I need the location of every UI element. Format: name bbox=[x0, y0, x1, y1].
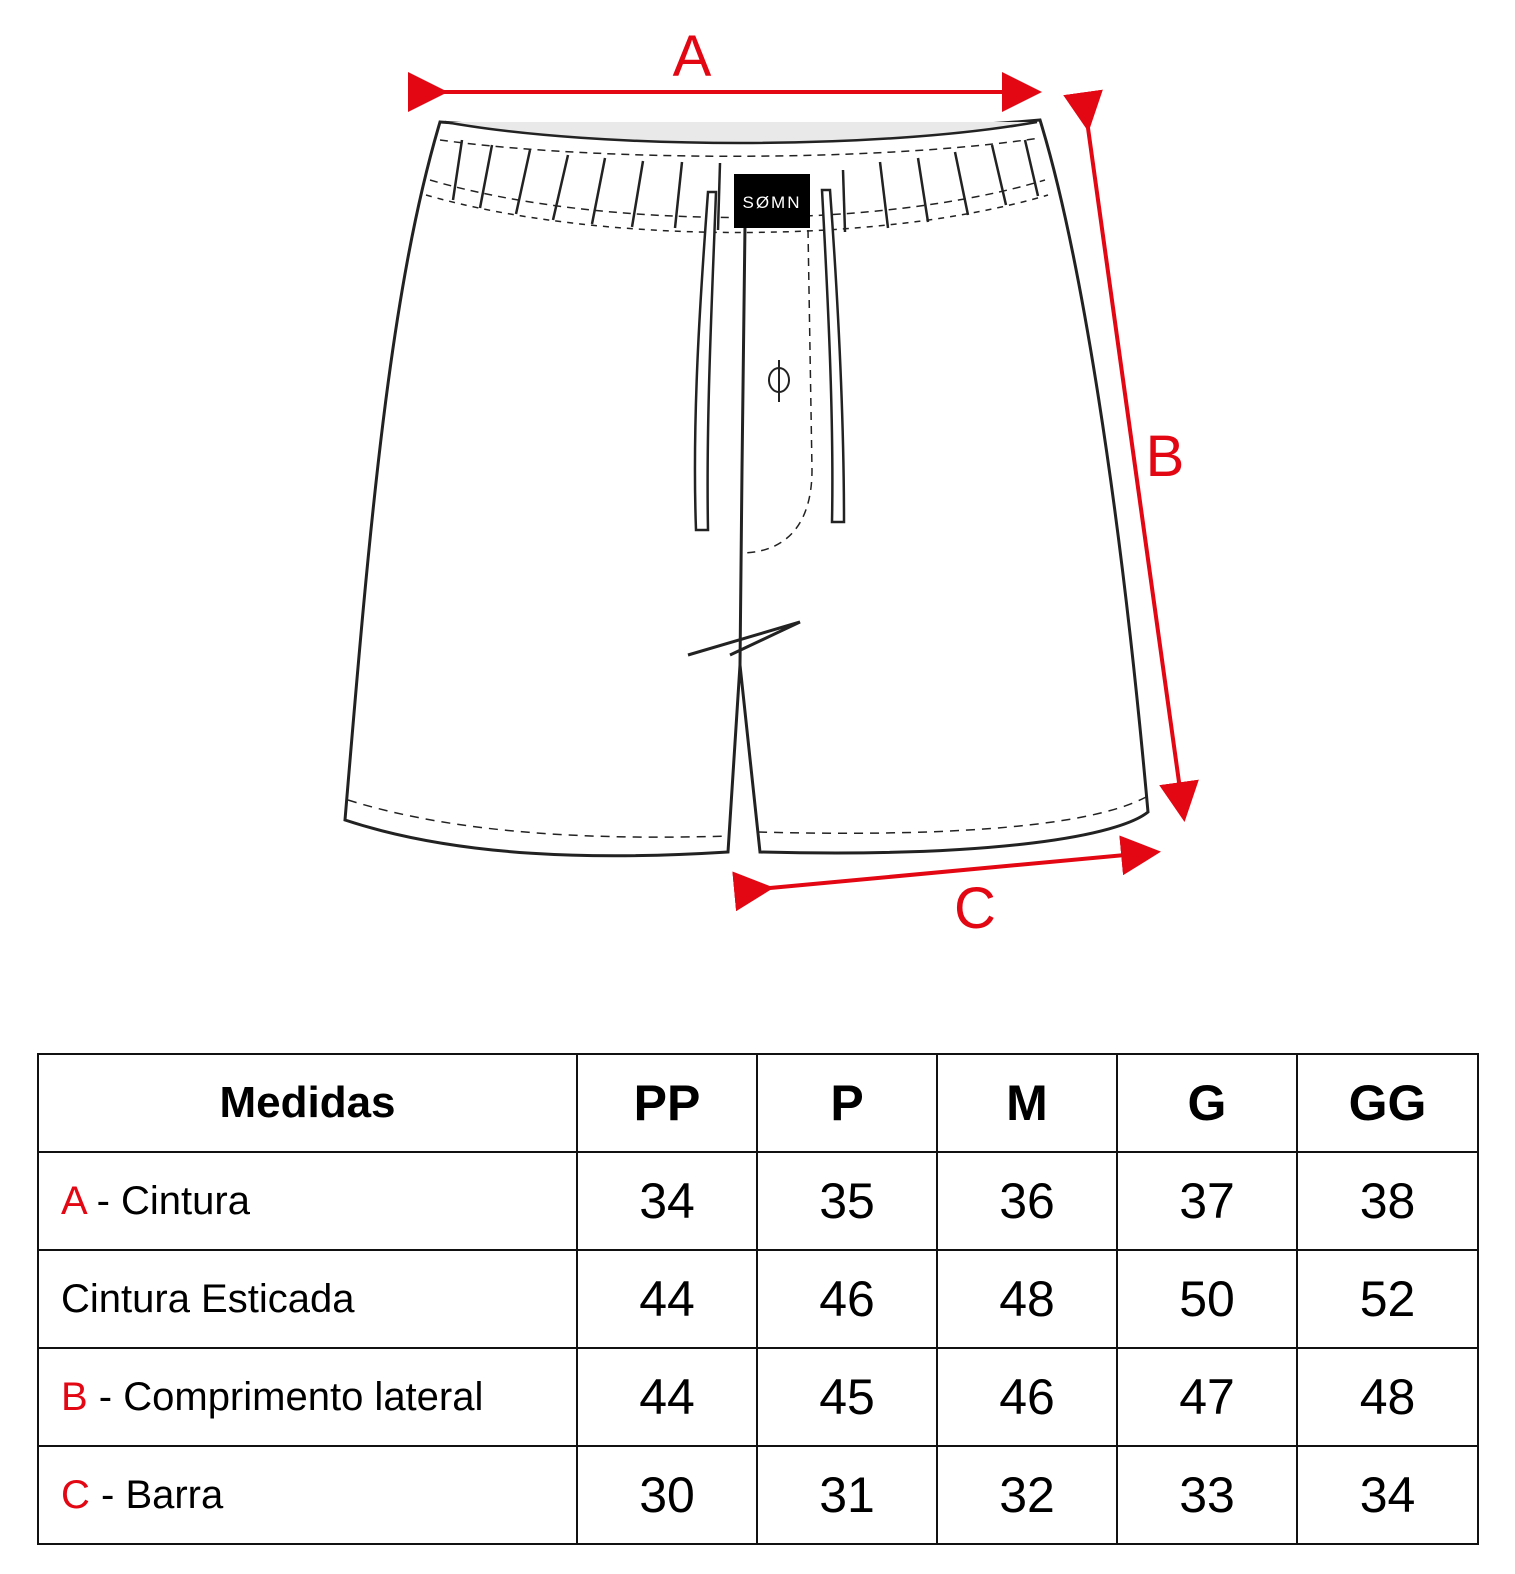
table-cell: 30 bbox=[576, 1445, 758, 1545]
row-label-text: - Comprimento lateral bbox=[87, 1374, 484, 1419]
table-cell: 31 bbox=[756, 1445, 938, 1545]
row-label-text: - Barra bbox=[89, 1472, 224, 1517]
table-row: B - Comprimento lateral 44 45 46 47 48 bbox=[37, 1347, 1479, 1447]
waistband-gathers bbox=[451, 139, 1040, 233]
row-label: B - Comprimento lateral bbox=[37, 1347, 578, 1447]
row-label-text: Cintura Esticada bbox=[61, 1276, 355, 1321]
crotch-seam bbox=[687, 620, 801, 657]
table-cell: 48 bbox=[936, 1249, 1118, 1349]
table-cell: 37 bbox=[1116, 1151, 1298, 1251]
dimension-arrows bbox=[408, 72, 1199, 912]
table-header-row: Medidas PP P M G GG bbox=[37, 1053, 1479, 1153]
table-row: C - Barra 30 31 32 33 34 bbox=[37, 1445, 1479, 1545]
table-cell: 38 bbox=[1296, 1151, 1479, 1251]
hem-stitching bbox=[347, 796, 1147, 838]
row-letter: A bbox=[61, 1178, 86, 1223]
table-cell: 48 bbox=[1296, 1347, 1479, 1447]
arrow-c bbox=[732, 835, 1161, 912]
arrow-b bbox=[1063, 89, 1199, 822]
table-cell: 35 bbox=[756, 1151, 938, 1251]
header-size-p: P bbox=[756, 1053, 938, 1153]
fly-line bbox=[738, 224, 747, 666]
brand-label: SØMN bbox=[734, 174, 810, 228]
row-label: A - Cintura bbox=[37, 1151, 578, 1251]
table-row: A - Cintura 34 35 36 37 38 bbox=[37, 1151, 1479, 1251]
size-table: Medidas PP P M G GG A - Cintura 34 35 36… bbox=[37, 1053, 1479, 1545]
waistband-inner bbox=[444, 120, 1038, 145]
table-cell: 50 bbox=[1116, 1249, 1298, 1349]
row-letter: C bbox=[61, 1472, 90, 1517]
table-cell: 46 bbox=[936, 1347, 1118, 1447]
shorts-diagram: SØMN A B C bbox=[343, 24, 1199, 941]
table-cell: 47 bbox=[1116, 1347, 1298, 1447]
row-letter: B bbox=[61, 1374, 88, 1419]
dimension-label-a: A bbox=[673, 24, 712, 89]
table-cell: 32 bbox=[936, 1445, 1118, 1545]
header-medidas: Medidas bbox=[37, 1053, 578, 1153]
header-size-gg: GG bbox=[1296, 1053, 1479, 1153]
dimension-label-c: C bbox=[954, 876, 996, 941]
table-cell: 34 bbox=[576, 1151, 758, 1251]
shorts-outline bbox=[343, 118, 1150, 858]
table-cell: 45 bbox=[756, 1347, 938, 1447]
dimension-label-b: B bbox=[1146, 424, 1185, 489]
row-label: C - Barra bbox=[37, 1445, 578, 1545]
table-cell: 46 bbox=[756, 1249, 938, 1349]
table-row: Cintura Esticada 44 46 48 50 52 bbox=[37, 1249, 1479, 1349]
button-icon bbox=[768, 360, 790, 402]
drawstrings bbox=[693, 188, 846, 532]
table-cell: 44 bbox=[576, 1249, 758, 1349]
header-size-g: G bbox=[1116, 1053, 1298, 1153]
brand-text: SØMN bbox=[743, 193, 802, 212]
fly-stitching bbox=[741, 229, 813, 554]
shorts-body bbox=[343, 118, 1150, 858]
table-cell: 44 bbox=[576, 1347, 758, 1447]
row-label-text: - Cintura bbox=[85, 1178, 250, 1223]
header-size-m: M bbox=[936, 1053, 1118, 1153]
row-label: Cintura Esticada bbox=[37, 1249, 578, 1349]
table-cell: 36 bbox=[936, 1151, 1118, 1251]
table-cell: 33 bbox=[1116, 1445, 1298, 1545]
table-cell: 34 bbox=[1296, 1445, 1479, 1545]
header-size-pp: PP bbox=[576, 1053, 758, 1153]
table-cell: 52 bbox=[1296, 1249, 1479, 1349]
